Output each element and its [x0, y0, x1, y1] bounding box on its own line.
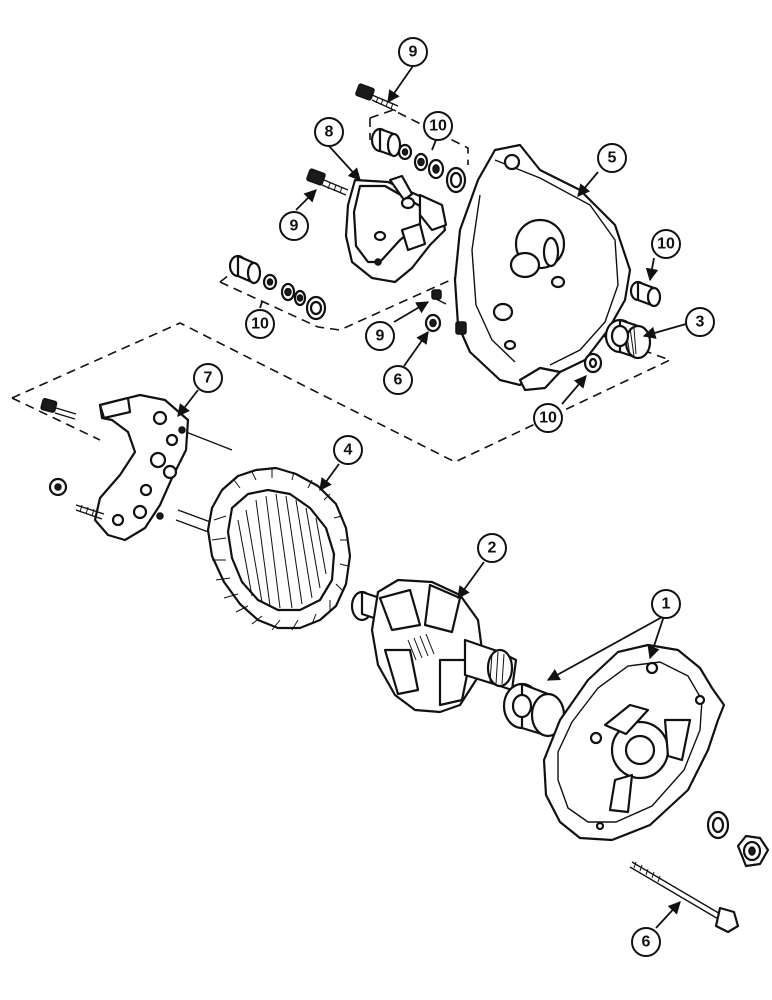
front-bearing-part-1 — [502, 682, 566, 738]
callout-number: 4 — [344, 442, 353, 459]
washer-part-10-small — [583, 352, 603, 374]
bolt-part-9-top — [355, 83, 399, 112]
brush-holder-part-8 — [344, 174, 448, 284]
callout-number: 9 — [290, 218, 299, 235]
callout-2-rotor: 2 — [477, 533, 507, 563]
insulator-part-10-right — [629, 280, 662, 308]
front-housing-part-1 — [542, 643, 726, 842]
bolt-part-9-left — [306, 168, 349, 196]
callout-number: 7 — [204, 370, 213, 387]
stator-part-4 — [206, 466, 352, 631]
nut-part-6-small — [424, 313, 442, 333]
callout-4-stator: 4 — [333, 435, 363, 465]
callout-number: 10 — [539, 410, 557, 427]
rear-housing-part-5 — [453, 143, 632, 392]
rotor-part-2 — [350, 578, 518, 714]
leader-lines — [177, 65, 687, 929]
needle-bearing-part-3 — [604, 318, 652, 360]
callout-3-bearing: 3 — [685, 307, 715, 337]
callout-number: 10 — [251, 316, 269, 333]
callout-7-rectifier: 7 — [193, 363, 223, 393]
callout-number: 9 — [409, 44, 418, 61]
callout-number: 2 — [488, 540, 497, 557]
callout-10-washer: 10 — [533, 403, 563, 433]
screw-part-9-small — [431, 289, 447, 305]
insulator-stack-part-10-lower — [228, 254, 327, 321]
through-bolt-part-6 — [629, 861, 740, 934]
callout-10-right-insulator: 10 — [651, 229, 681, 259]
callout-number: 9 — [376, 328, 385, 345]
callout-6-through-bolt: 6 — [631, 927, 661, 957]
insulator-stack-part-10-upper — [370, 127, 467, 194]
callout-8-brush-holder: 8 — [314, 117, 344, 147]
callout-number: 3 — [696, 314, 705, 331]
callout-number: 10 — [657, 236, 675, 253]
callout-6-nut: 6 — [383, 365, 413, 395]
callout-number: 6 — [394, 372, 403, 389]
callout-number: 1 — [662, 596, 671, 613]
callout-1-front-housing: 1 — [651, 589, 681, 619]
lock-washer-and-nut — [706, 810, 770, 868]
rectifier-plate-part-7 — [40, 393, 233, 542]
callout-5-rear-housing: 5 — [597, 143, 627, 173]
callout-10-upper-insulators: 10 — [423, 111, 453, 141]
callout-number: 8 — [325, 124, 334, 141]
callout-number: 5 — [608, 150, 617, 167]
callout-number: 6 — [642, 934, 651, 951]
callout-9-small-screw: 9 — [365, 321, 395, 351]
callout-9-top-bolt: 9 — [398, 37, 428, 67]
callout-10-lower-insulators: 10 — [245, 309, 275, 339]
callout-number: 10 — [429, 118, 447, 135]
callout-9-left-bolt: 9 — [279, 211, 309, 241]
